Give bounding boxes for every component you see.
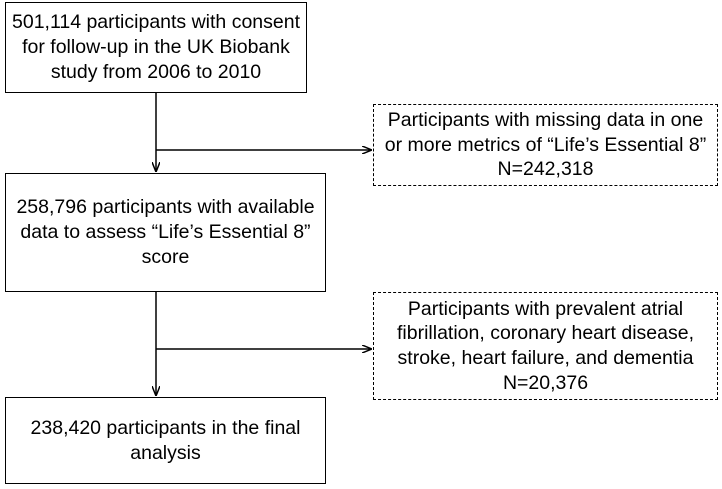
- box-enrolled-participants: 501,114 participants with consent for fo…: [5, 2, 307, 93]
- box-enrolled-text: 501,114 participants with consent for fo…: [12, 11, 300, 83]
- box-available-text: 258,796 participants with available data…: [16, 196, 315, 268]
- box-final-analysis: 238,420 participants in the final analys…: [5, 397, 326, 484]
- box-available-participants: 258,796 participants with available data…: [5, 173, 326, 292]
- box-excluded-prevalent-text: Participants with prevalent atrial fibri…: [397, 297, 694, 394]
- box-excluded-missing-text: Participants with missing data in one or…: [384, 108, 707, 181]
- box-excluded-prevalent-disease: Participants with prevalent atrial fibri…: [373, 292, 718, 400]
- box-final-text: 238,420 participants in the final analys…: [30, 416, 301, 464]
- box-excluded-missing-data: Participants with missing data in one or…: [373, 104, 718, 186]
